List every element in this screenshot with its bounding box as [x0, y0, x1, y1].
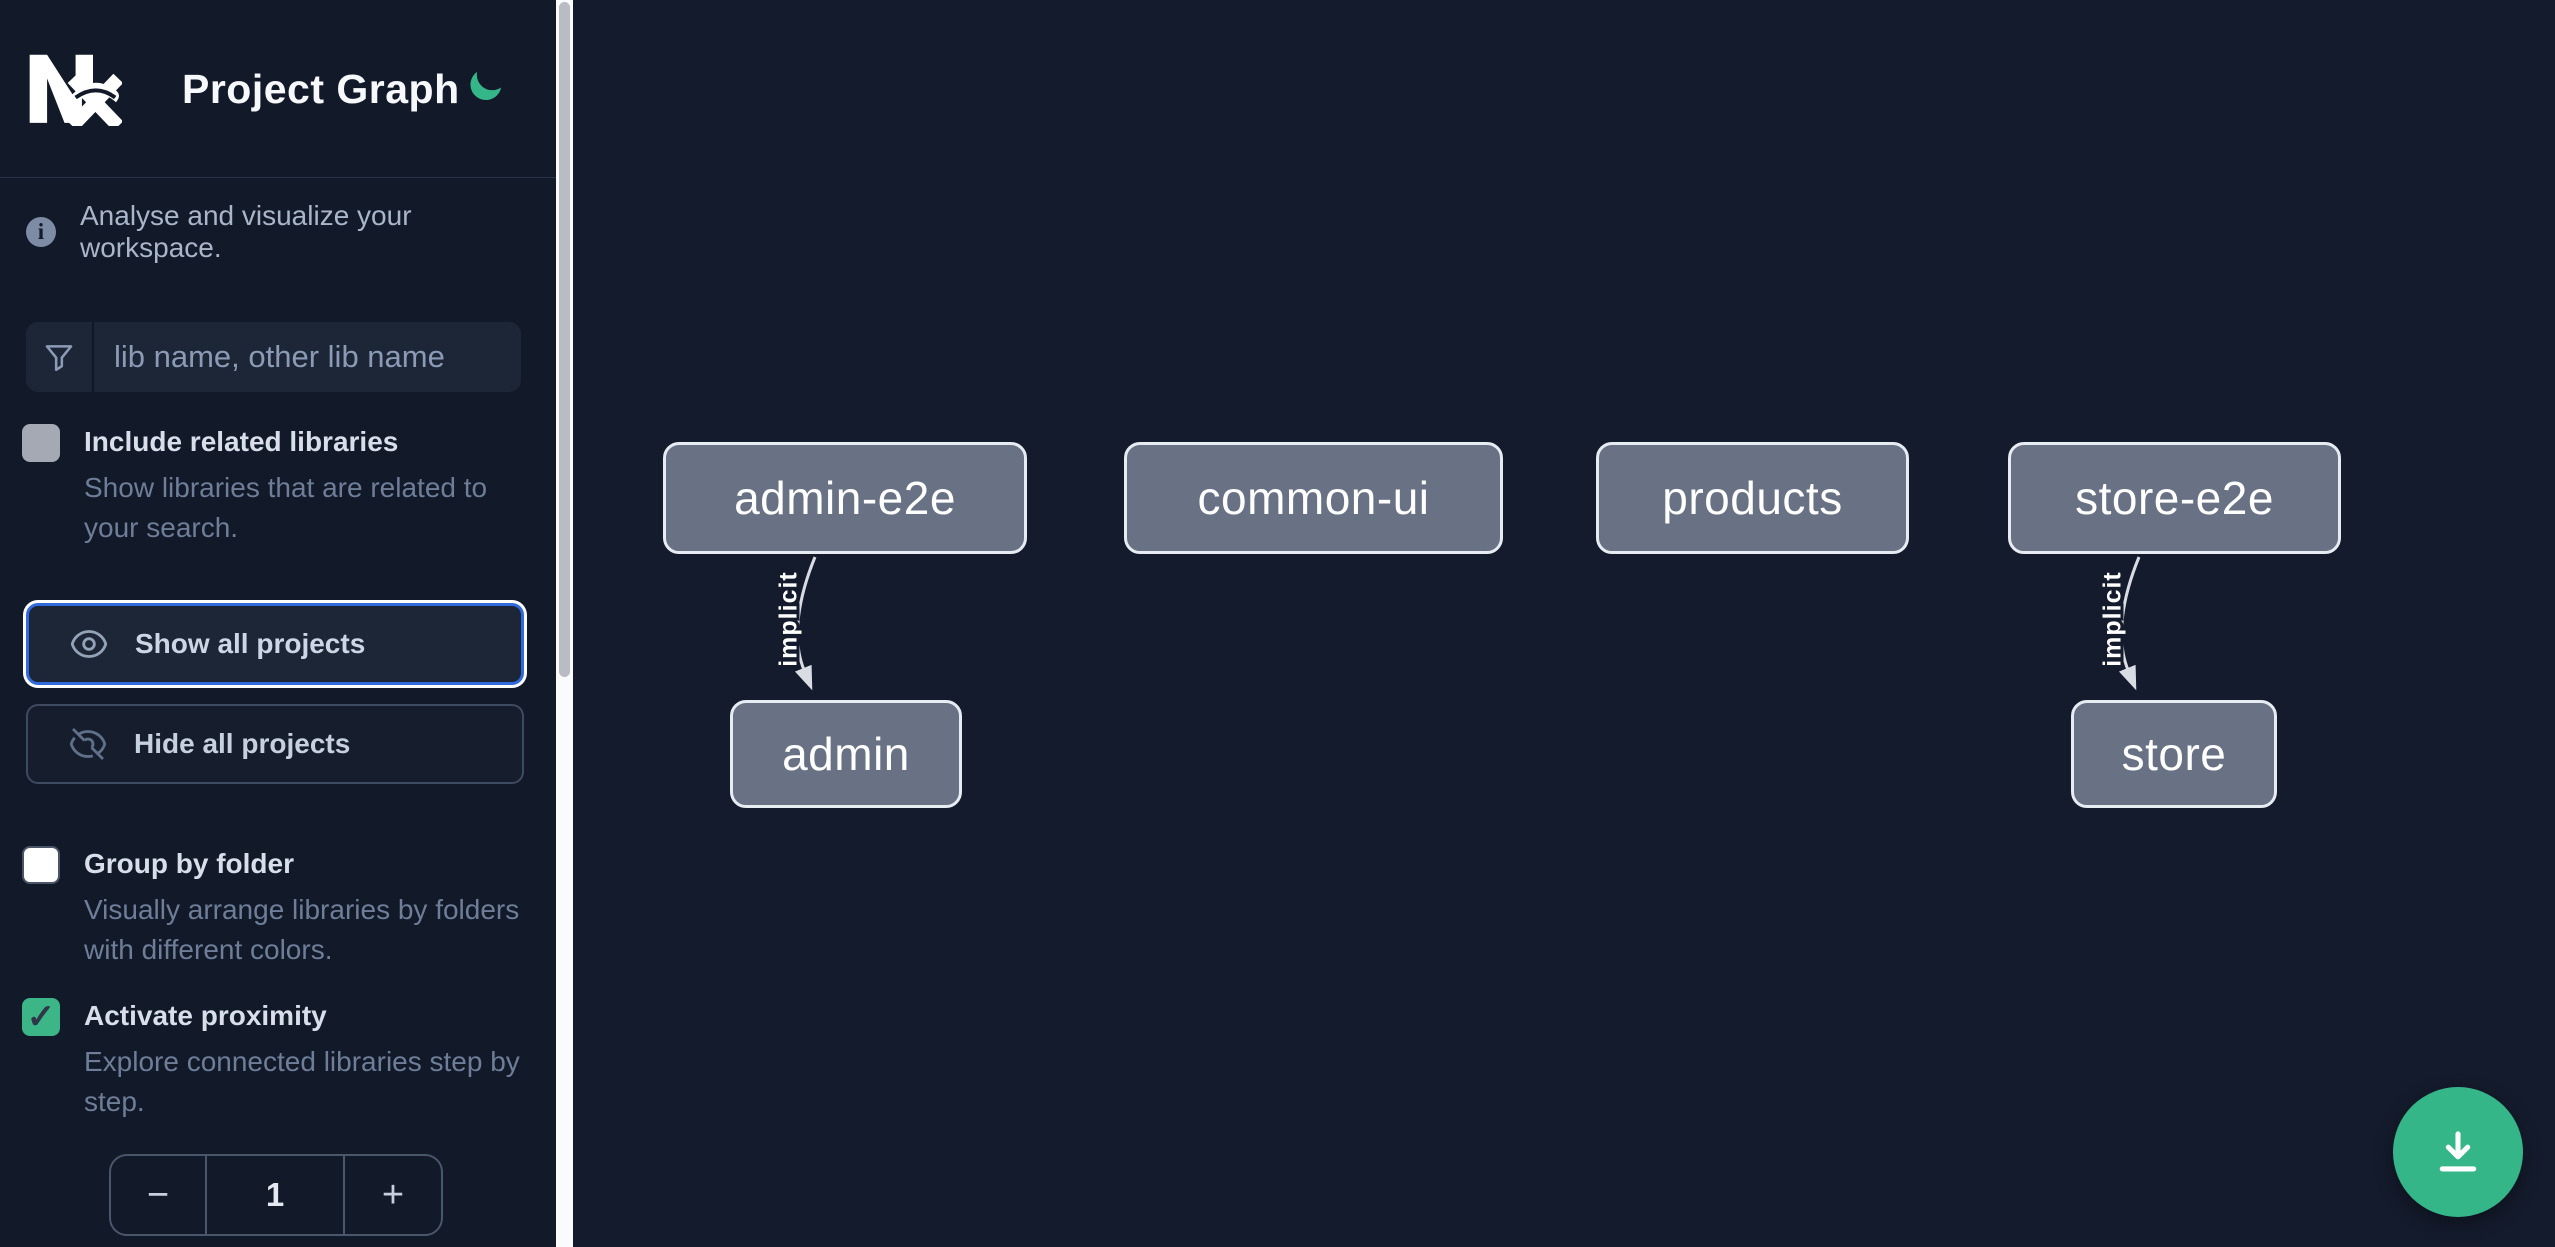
project-graph-canvas[interactable]: implicit implicit admin-e2e common-ui pr… — [573, 0, 2555, 1247]
show-all-projects-label: Show all projects — [135, 628, 366, 659]
theme-toggle-button[interactable] — [462, 64, 508, 110]
hide-all-projects-button[interactable]: Hide all projects — [26, 704, 524, 784]
edge-label: implicit — [2099, 571, 2127, 667]
graph-node-products[interactable]: products — [1596, 442, 1909, 554]
proximity-depth-stepper: − 1 + — [109, 1154, 443, 1236]
download-icon — [2439, 1131, 2477, 1172]
sidebar-scrollbar-track — [556, 0, 573, 1247]
filter-input[interactable] — [94, 322, 533, 392]
option-description: Visually arrange libraries by folders wi… — [84, 894, 520, 965]
download-graph-button[interactable] — [2393, 1087, 2523, 1217]
info-icon: i — [26, 217, 56, 247]
nx-logo — [29, 54, 122, 126]
increment-button[interactable]: + — [343, 1156, 441, 1234]
graph-node-store-e2e[interactable]: store-e2e — [2008, 442, 2341, 554]
hide-all-projects-label: Hide all projects — [134, 728, 351, 759]
edge-store-e2e-store[interactable] — [2118, 556, 2141, 691]
graph-node-common-ui[interactable]: common-ui — [1124, 442, 1503, 554]
option-description: Explore connected libraries step by step… — [84, 1046, 520, 1117]
sidebar: Project Graph i Analyse and visualize yo… — [0, 0, 556, 1247]
filter-funnel-icon — [26, 322, 94, 392]
option-label[interactable]: Activate proximity — [84, 1000, 327, 1031]
graph-edges: implicit implicit — [772, 556, 2141, 691]
info-text: Analyse and visualize your workspace. — [80, 200, 412, 263]
group-by-folder-checkbox[interactable] — [22, 846, 60, 884]
sidebar-scrollbar-thumb[interactable] — [559, 2, 570, 677]
info-banner: i Analyse and visualize your workspace. — [26, 200, 536, 264]
proximity-depth-value[interactable]: 1 — [265, 1176, 285, 1213]
eye-off-icon — [69, 727, 107, 761]
sidebar-header: Project Graph — [0, 0, 556, 178]
option-label[interactable]: Group by folder — [84, 848, 294, 879]
graph-node-admin[interactable]: admin — [730, 700, 962, 808]
show-all-projects-button[interactable]: Show all projects — [26, 603, 524, 685]
eye-icon — [70, 630, 108, 658]
option-description: Show libraries that are related to your … — [84, 472, 488, 543]
include-related-checkbox[interactable] — [22, 424, 60, 462]
filter-searchbox — [26, 322, 533, 392]
graph-node-store[interactable]: store — [2071, 700, 2277, 808]
decrement-button[interactable]: − — [111, 1156, 207, 1234]
moon-icon — [470, 71, 502, 100]
edge-admin-e2e-admin[interactable] — [794, 556, 817, 691]
page-title: Project Graph — [182, 66, 460, 112]
activate-proximity-checkbox[interactable]: ✓ — [22, 998, 60, 1036]
graph-node-admin-e2e[interactable]: admin-e2e — [663, 442, 1027, 554]
edge-label: implicit — [775, 571, 803, 667]
option-label[interactable]: Include related libraries — [84, 426, 399, 457]
